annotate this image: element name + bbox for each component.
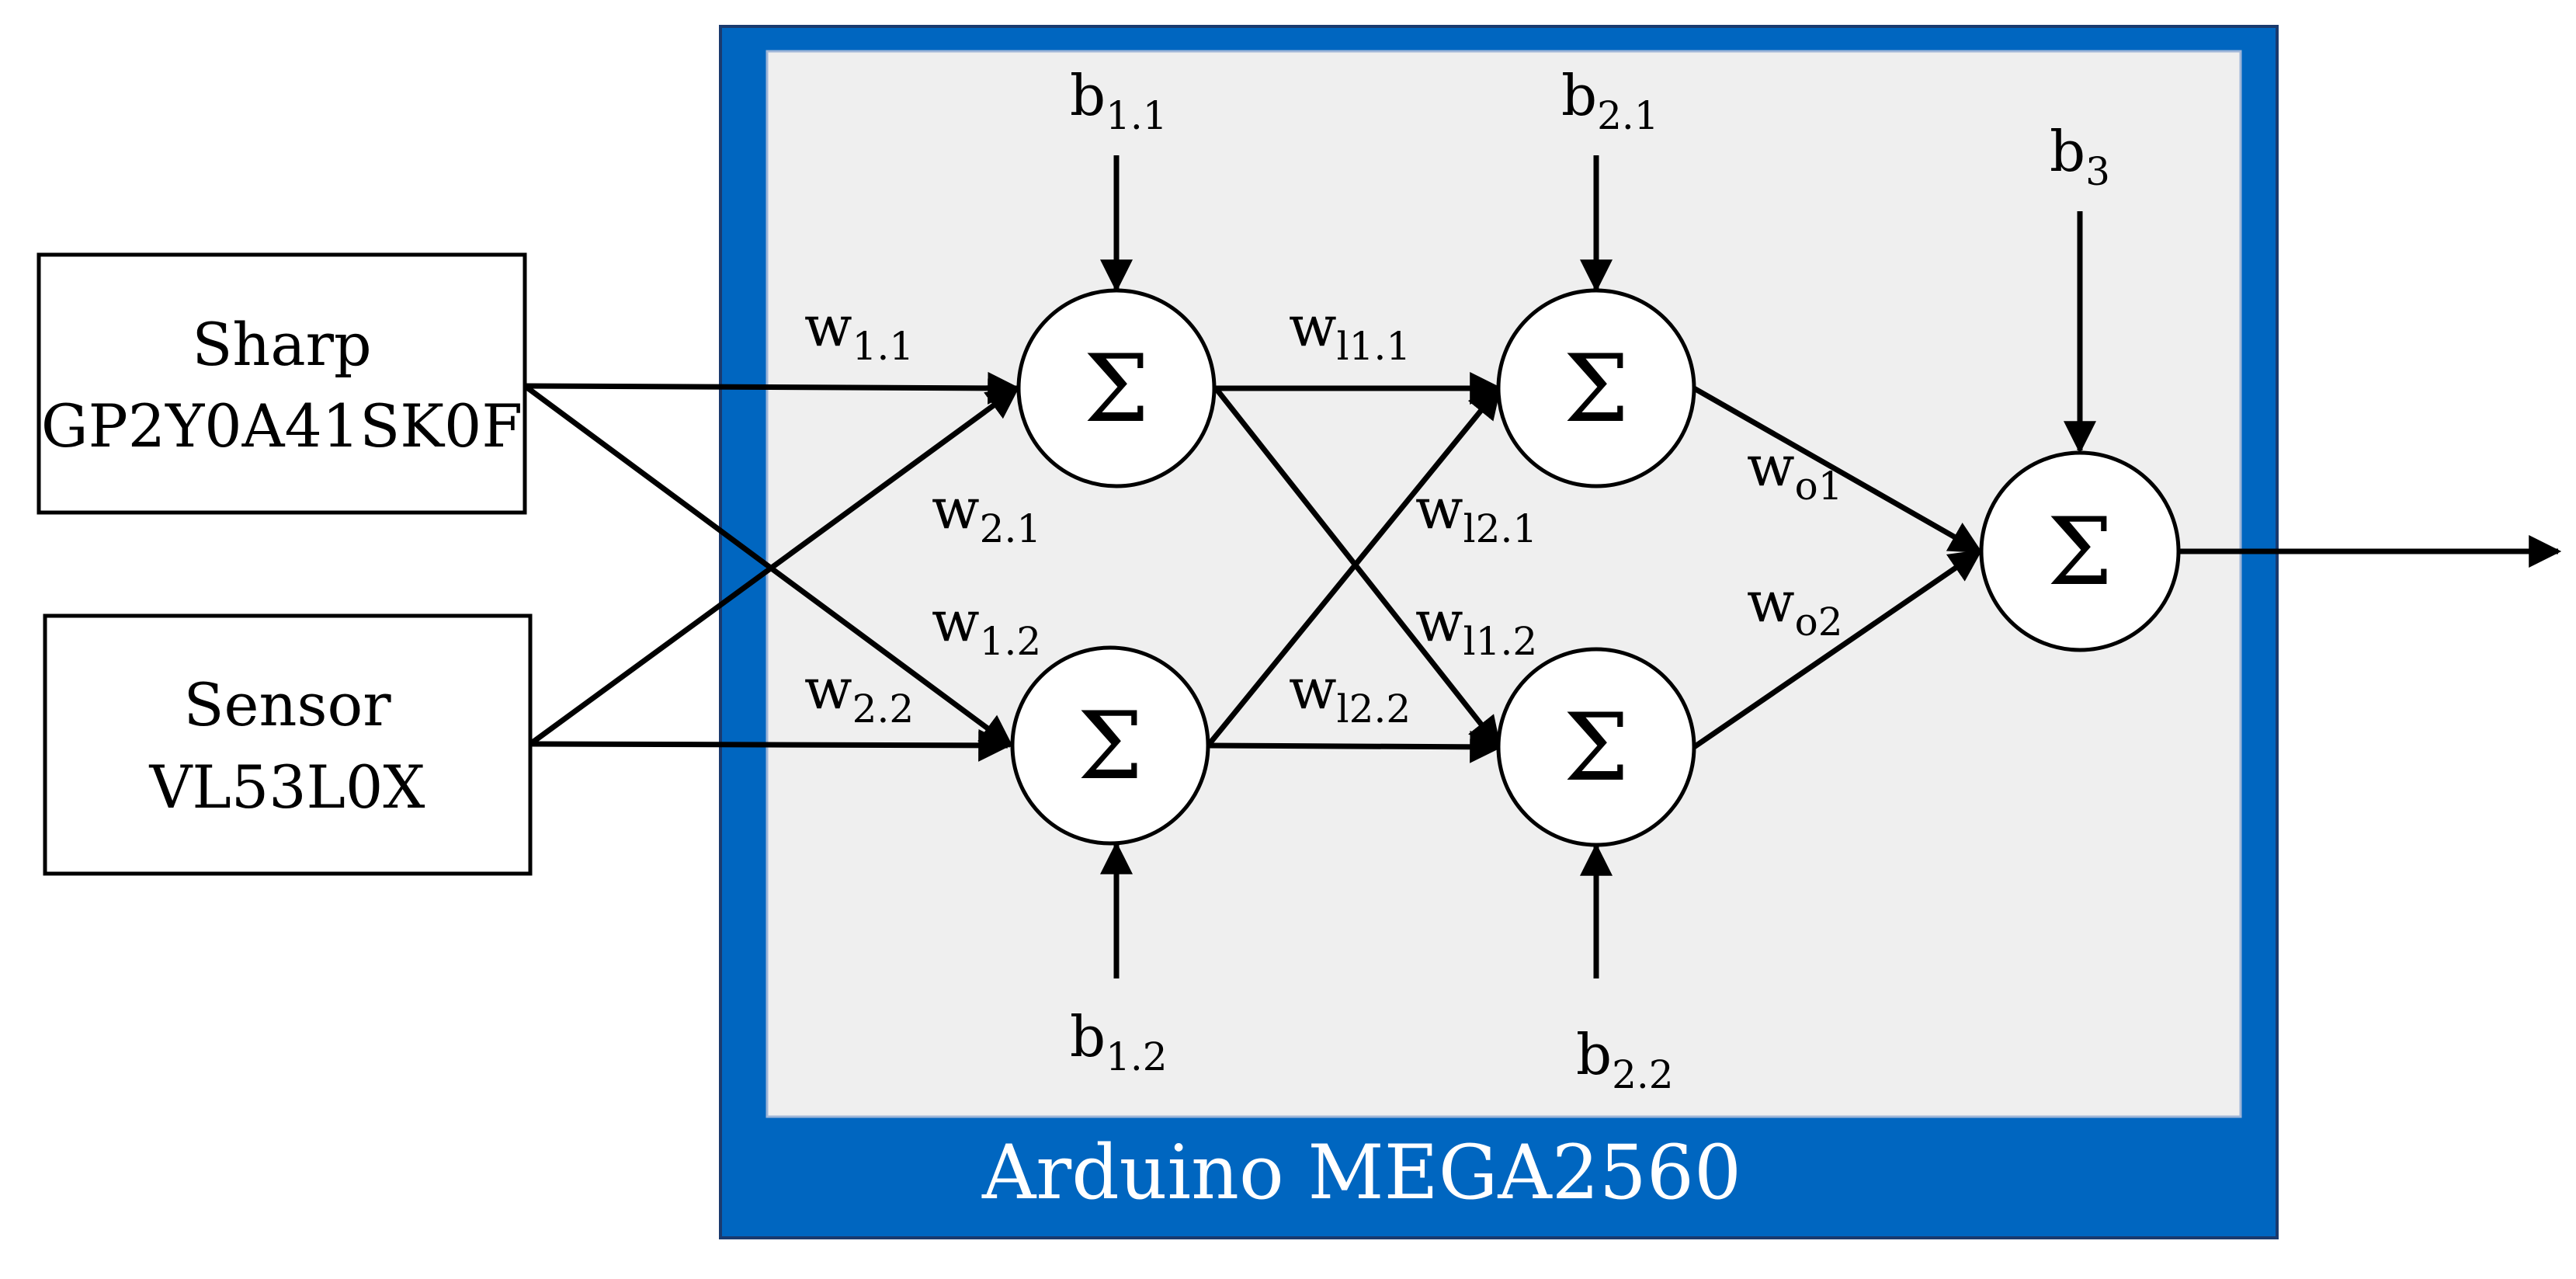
label-w11: w1.1 xyxy=(804,294,914,369)
label-wl22: wl2.2 xyxy=(1289,656,1411,732)
board-label: Arduino MEGA2560 xyxy=(981,1129,1741,1216)
input-box-vl53l0x xyxy=(43,613,533,876)
node-h12: Σ xyxy=(1010,645,1210,846)
label-wo2: wo2 xyxy=(1747,569,1843,645)
input-vl53l0x-line1: Sensor xyxy=(183,670,391,739)
label-b22: b2.2 xyxy=(1576,1022,1674,1097)
label-wl11: wl1.1 xyxy=(1289,294,1411,369)
edge-vl53-to-h11 xyxy=(528,386,1020,746)
label-w12: w1.2 xyxy=(932,589,1041,664)
label-w21: w2.1 xyxy=(932,476,1041,551)
edge-h12-to-h22 xyxy=(1207,730,1503,763)
edge-sharp-to-h12 xyxy=(522,384,1014,748)
node-h22: Σ xyxy=(1496,647,1696,847)
input-sharp-line1: Sharp xyxy=(192,310,371,379)
input-box-sharp xyxy=(36,252,527,515)
label-b12: b1.2 xyxy=(1070,1004,1168,1079)
edge-vl53-to-h12 xyxy=(529,728,1012,762)
sigma-symbol: Σ xyxy=(1084,335,1150,443)
label-b11: b1.1 xyxy=(1070,63,1168,138)
label-b21: b2.1 xyxy=(1561,63,1659,138)
label-b3: b3 xyxy=(2050,119,2110,194)
label-wo1: wo1 xyxy=(1747,433,1843,509)
sigma-symbol: Σ xyxy=(1564,694,1630,802)
input-sharp-line2: GP2Y0A41SK0F xyxy=(41,391,522,461)
input-vl53l0x-line2: VL53L0X xyxy=(149,752,425,822)
label-wl21: wl2.1 xyxy=(1415,476,1537,551)
edge-h22-to-out xyxy=(1692,549,1983,749)
edge-h11-to-h22 xyxy=(1213,386,1502,750)
label-wl12: wl1.2 xyxy=(1415,589,1537,664)
edge-h21-to-out xyxy=(1692,385,1983,554)
label-w22: w2.2 xyxy=(804,656,914,732)
node-h21: Σ xyxy=(1496,288,1696,488)
node-output: Σ xyxy=(1979,450,2181,652)
edge-sharp-to-h11 xyxy=(524,371,1021,405)
sigma-symbol: Σ xyxy=(1078,693,1144,801)
sigma-symbol: Σ xyxy=(2047,499,2113,606)
sigma-symbol: Σ xyxy=(1564,335,1630,443)
node-h11: Σ xyxy=(1016,288,1217,488)
edge-h12-to-h21 xyxy=(1206,385,1502,748)
